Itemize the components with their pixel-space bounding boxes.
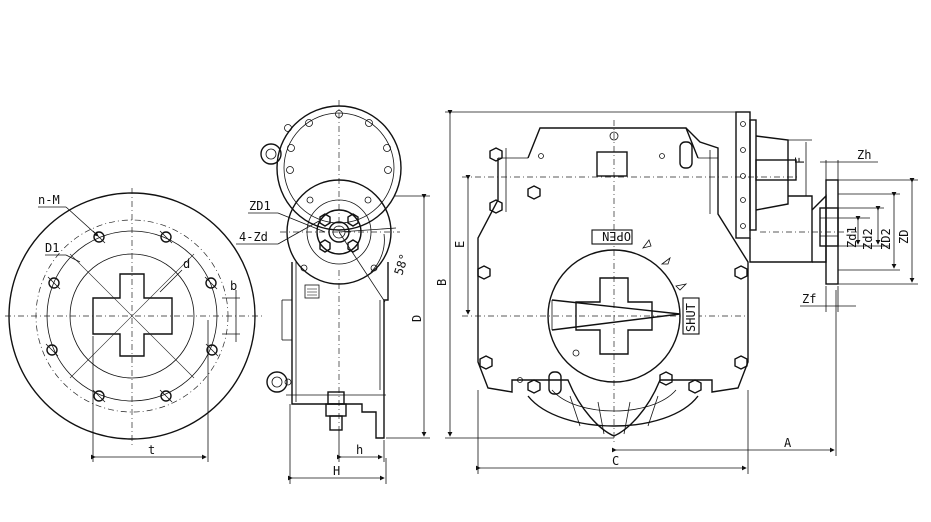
- label-Zh: Zh: [857, 148, 871, 162]
- nameplate-icon: [304, 284, 320, 299]
- label-h: h: [356, 443, 363, 457]
- side-body: [291, 262, 389, 439]
- label-4-Zd: 4-Zd: [239, 230, 268, 244]
- label-H: H: [333, 464, 340, 478]
- motor-flange: [735, 111, 751, 239]
- label-E: E: [453, 241, 467, 248]
- label-Zf: Zf: [802, 292, 816, 306]
- label-B: B: [435, 279, 449, 286]
- label-n-M: n-M: [38, 193, 60, 207]
- keyed-bore: [92, 273, 173, 357]
- label-shut: SHUT: [684, 303, 698, 332]
- flange-nuts: [300, 196, 378, 272]
- label-b: b: [230, 279, 237, 293]
- label-open: OPEN: [602, 229, 631, 243]
- bolt-holes: [45, 230, 219, 403]
- label-C: C: [612, 454, 619, 468]
- label-t: t: [148, 443, 155, 457]
- shut-indicator: [682, 297, 700, 335]
- side-view: ZD1 4-Zd 58° D h H: [236, 100, 430, 484]
- label-Zd1: Zd1: [845, 226, 859, 248]
- label-ZD: ZD: [897, 230, 911, 244]
- indicator-disc: [547, 249, 681, 383]
- body-nuts: [477, 185, 748, 394]
- label-d: d: [183, 257, 190, 271]
- front-view: OPEN SHUT B E C: [435, 110, 918, 474]
- label-D: D: [410, 315, 424, 322]
- cover-bolts: [284, 110, 392, 174]
- label-58deg: 58°: [392, 252, 412, 277]
- label-Zd2: Zd2: [861, 228, 875, 250]
- front-body: [477, 127, 749, 437]
- label-ZD2: ZD2: [879, 228, 893, 250]
- label-F: F: [793, 157, 807, 164]
- label-ZD1: ZD1: [249, 199, 271, 213]
- label-A: A: [784, 436, 792, 450]
- flange-view: n-M D1 d b t: [5, 188, 262, 462]
- label-D1: D1: [45, 241, 59, 255]
- open-indicator: [591, 229, 633, 245]
